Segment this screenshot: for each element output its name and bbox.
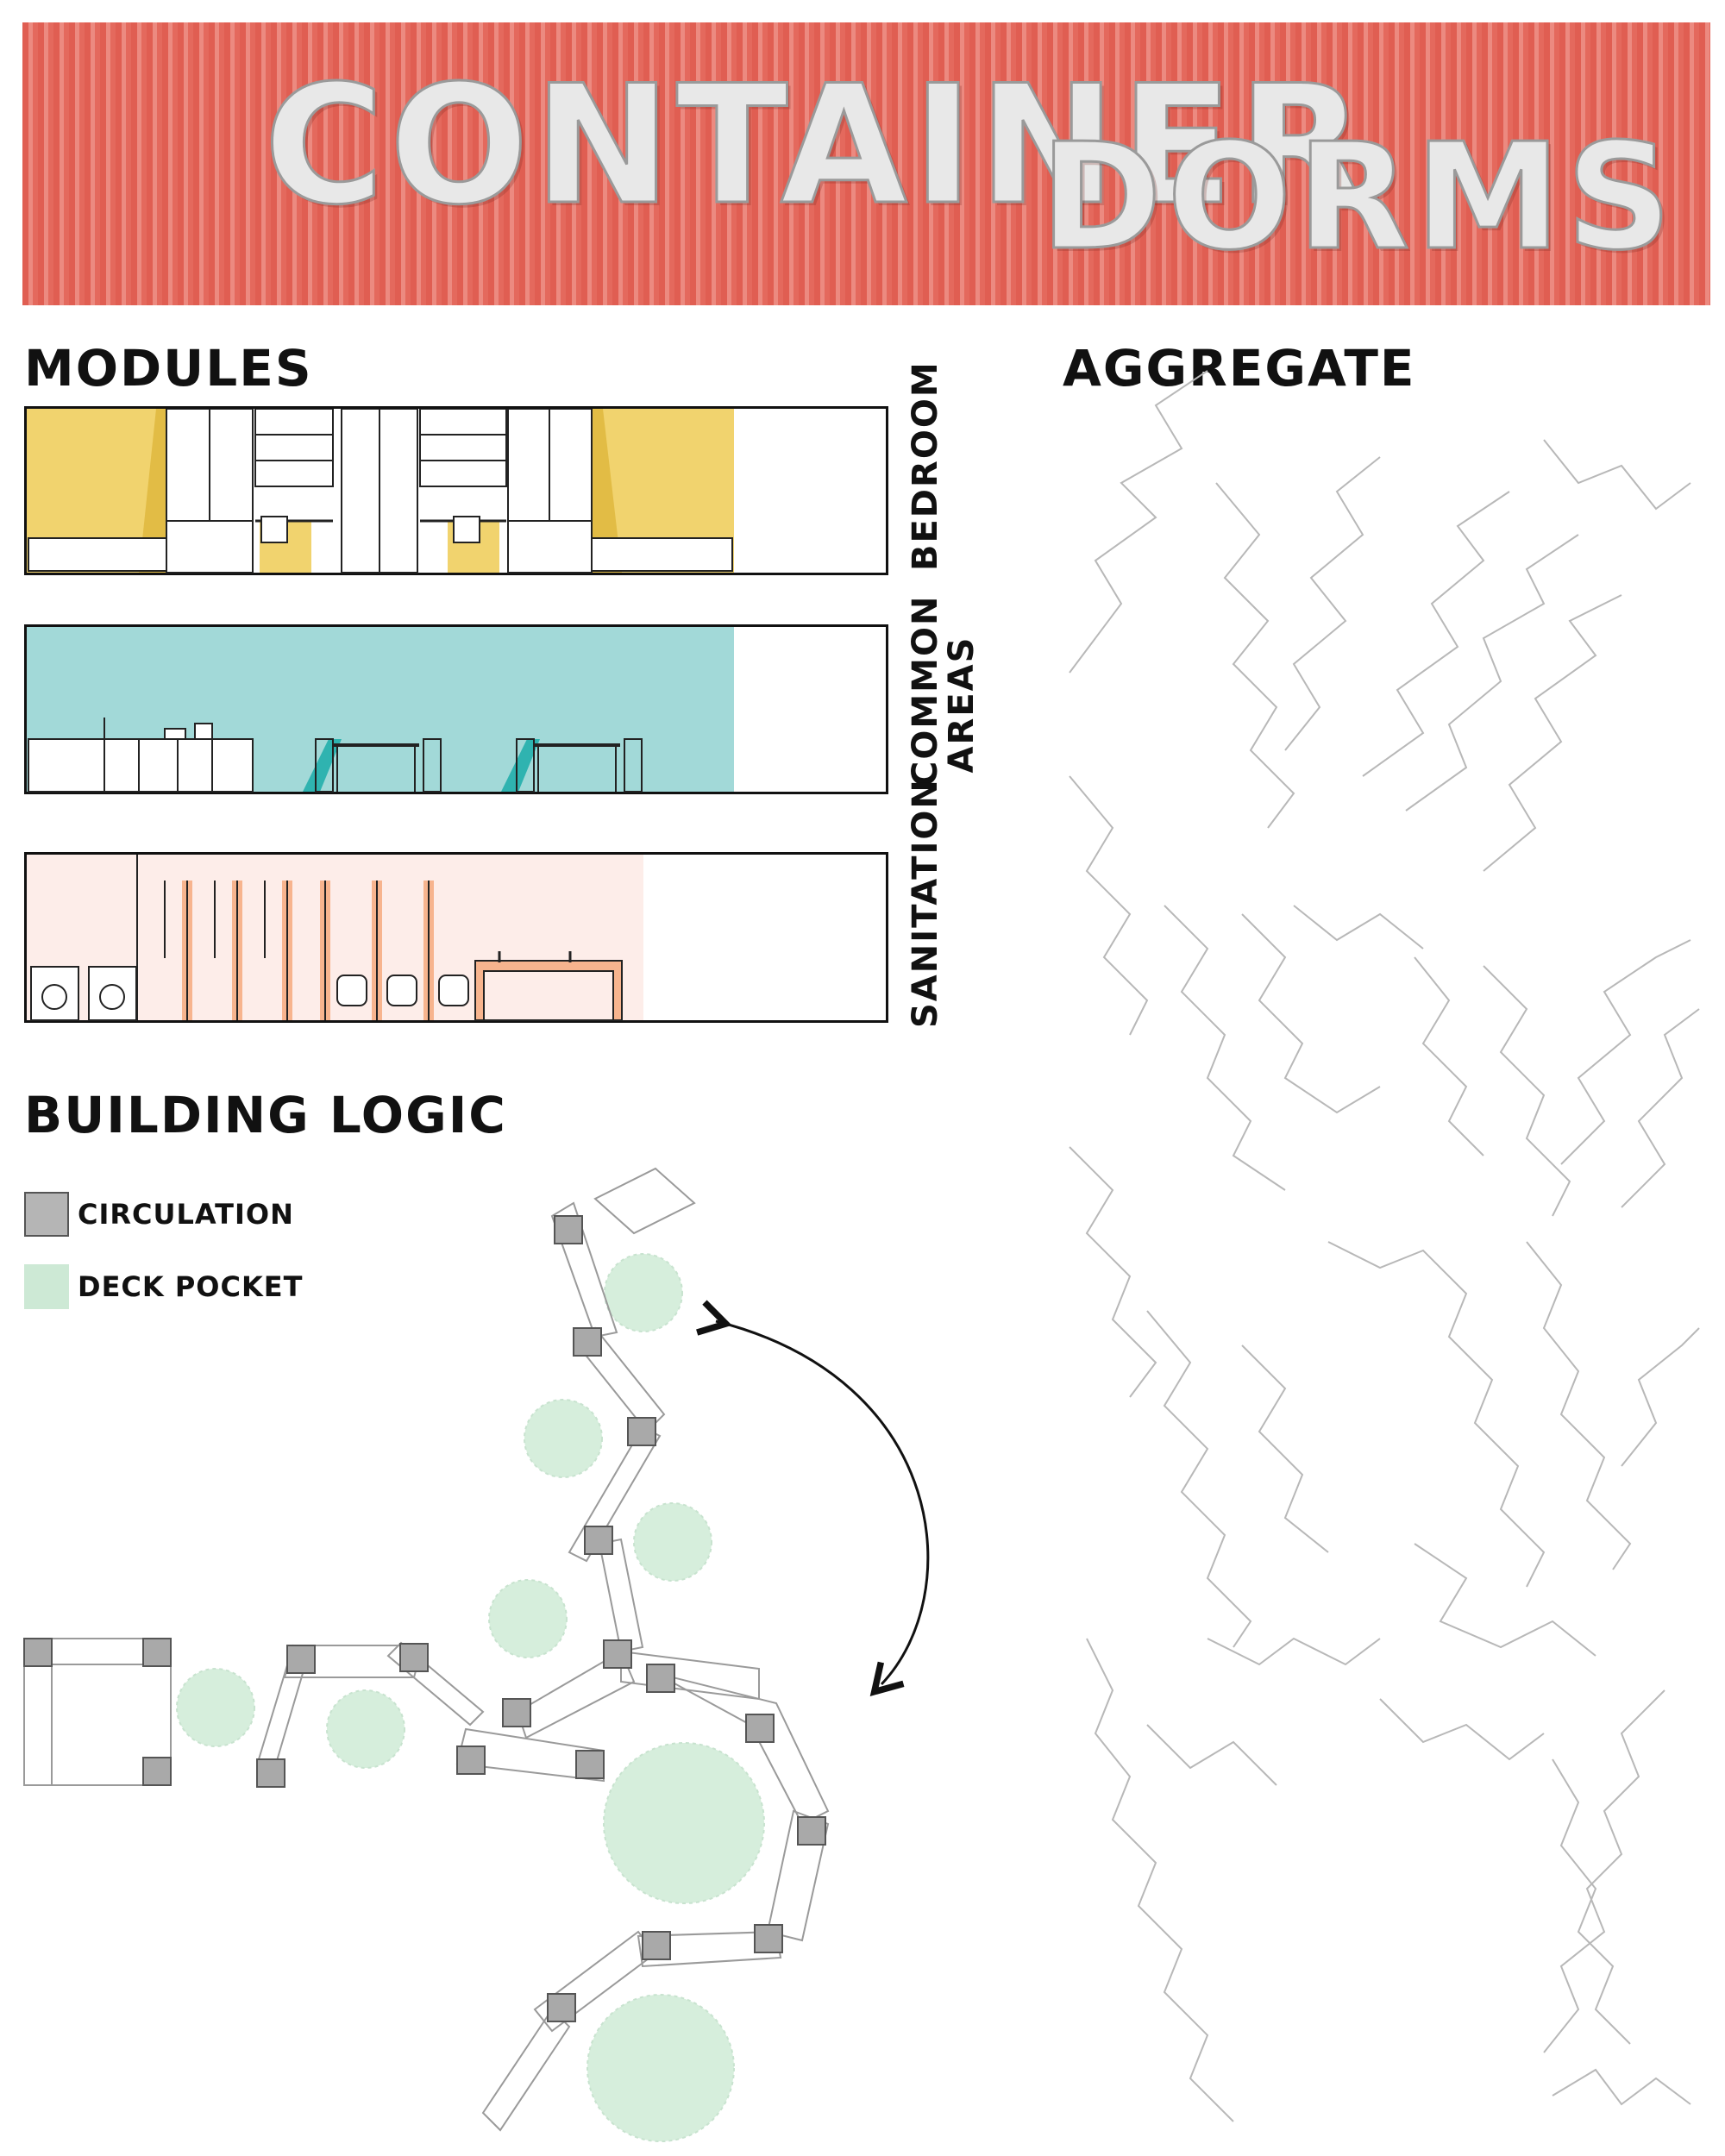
container-chain-ridge [1146,1724,1277,1786]
deck-pocket-swatch [24,1264,69,1309]
building-logic-heading: BUILDING LOGIC [24,1086,507,1144]
sanitation-elevation-drawing [27,855,643,1021]
sanitation-module [24,852,888,1023]
container-chain-ridge [1069,775,1149,1036]
container-chain-ridge [1621,1008,1700,1208]
circulation-swatch [24,1192,69,1237]
deck-pocket [586,1994,735,2142]
container-chain-ridge [1543,439,1691,511]
banner-title-word-2: DORMS [1038,112,1678,283]
deck-pocket [176,1668,255,1747]
common-areas-label-line1: COMMON [906,594,945,787]
container-chain-ridge [1241,913,1381,1114]
title-banner: CONTAINER DORMS [22,22,1710,305]
container-chain-ridge [1069,1146,1157,1398]
common-areas-elevation-drawing [27,627,734,793]
deck-pocket [488,1579,568,1658]
container-chain [23,1167,830,2132]
container-chain-ridge [1405,534,1579,812]
common-areas-label-line2: AREAS [942,636,982,774]
container-chain-ridge [1284,456,1381,751]
deck-pocket [55,1692,135,1771]
bedroom-elevation-drawing [27,409,734,573]
container-chain-ridge [1552,2068,1691,2106]
rotation-arrow [696,1300,930,1696]
deck-pocket [524,1399,603,1478]
deck-pocket [326,1689,405,1769]
circulation-nodes [23,1215,826,2022]
deck-pocket-legend-label: DECK POCKET [78,1270,304,1303]
container-chain-ridge [1552,1758,1631,2045]
deck-pocket [633,1502,712,1582]
modules-heading: MODULES [24,339,313,398]
container-chain-ridge [1543,1689,1665,2053]
container-chain-ridge [1215,482,1295,829]
aggregate-container-clusters [1069,370,1700,2122]
container-chain-ridge [1379,1698,1545,1761]
aggregate-heading: AGGREGATE [1063,339,1416,398]
container-chain-ridge [1560,939,1691,1165]
container-chain-ridge [1483,965,1571,1217]
container-chain-ridge [1483,594,1622,872]
container-chain-ridge [1146,1310,1252,1648]
banner-title-word-1: CONTAINER [263,50,1370,241]
deck-pocket [603,1742,765,1904]
common-areas-module [24,624,888,794]
bedroom-module [24,406,888,575]
sanitation-label: SANITATION [906,778,945,1028]
container-chain-ridge [1414,1543,1596,1657]
container-chain-ridge [1069,370,1208,674]
container-chain-ridge [1241,1344,1329,1553]
container-chain-ridge [1414,956,1484,1156]
deck-pocket [604,1253,683,1332]
container-chain-ridge [1362,491,1510,777]
container-chain-ridge [1293,905,1424,950]
container-chain-ridge [1086,1638,1234,2122]
container-chain-ridge [1327,1241,1546,1588]
container-chain-ridge [1526,1241,1632,1570]
container-chain-ridge [1164,905,1286,1191]
container-chain-ridge [1207,1637,1381,1666]
circulation-legend-label: CIRCULATION [78,1198,294,1231]
common-areas-label: COMMON AREAS [906,595,982,787]
container-chain-ridge [1621,1327,1700,1467]
bedroom-label: BEDROOM [906,360,945,571]
